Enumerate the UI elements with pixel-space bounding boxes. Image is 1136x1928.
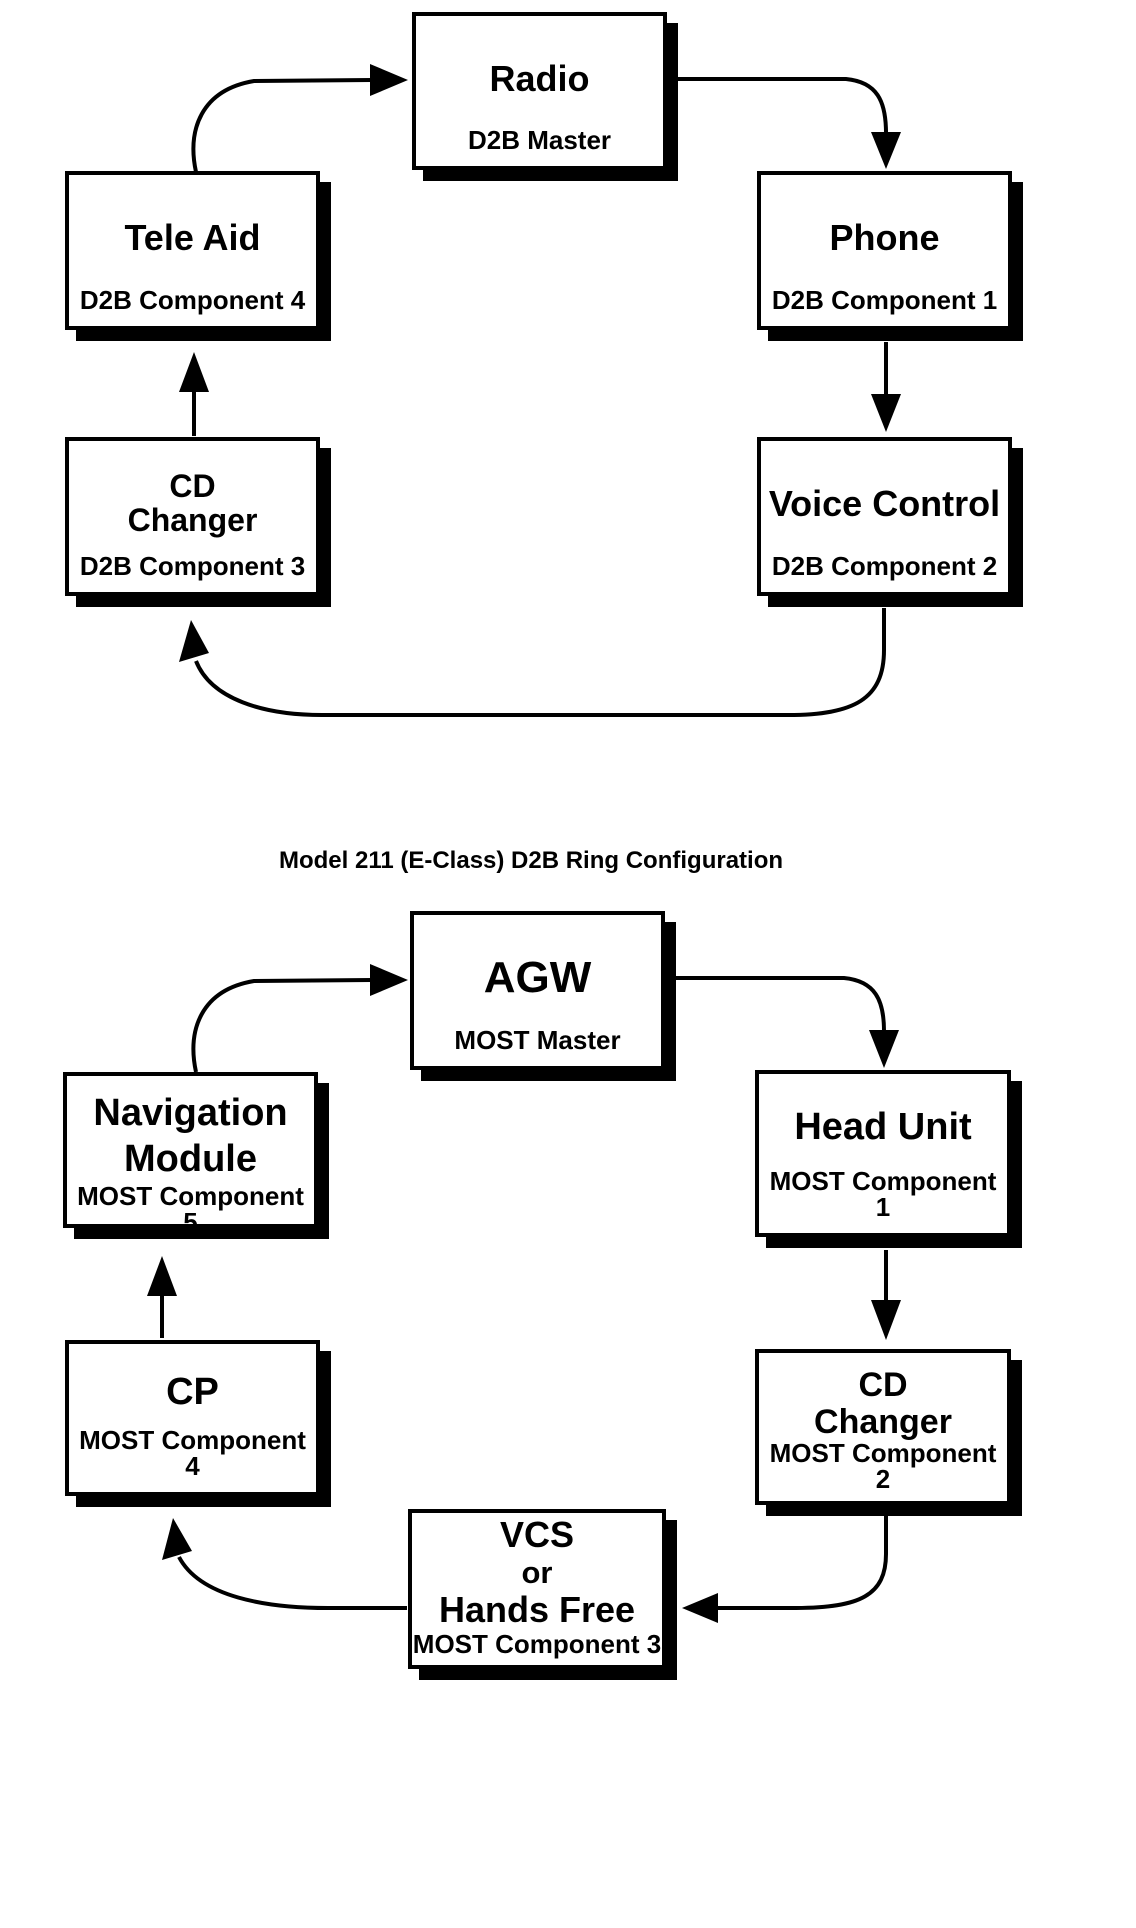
node-agw-title-text: AGW (483, 952, 592, 1002)
node-navigation-module-subtitle: MOST Component 5 (77, 1180, 304, 1237)
diagram-caption: Model 211 (E-Class) D2B Ring Configurati… (278, 847, 784, 874)
node-vcs-hands-free-title-line1: VCS (499, 1514, 575, 1556)
node-agw-subtitle: MOST Master (454, 1025, 621, 1055)
arrow-radio-to-phone (678, 77, 901, 169)
node-cd-changer-d2b-title-line1: CD (169, 468, 216, 505)
node-phone: Phone D2B Component 1 (757, 171, 1012, 330)
node-navigation-module-title: Navigation Module (67, 1076, 314, 1183)
node-radio-title: Radio (416, 16, 663, 127)
node-cd-changer-d2b: CD Changer D2B Component 3 (65, 437, 320, 596)
node-vcs-hands-free-title: VCS or Hands Free (412, 1513, 662, 1631)
node-agw: AGW MOST Master (410, 911, 665, 1070)
arrow-phone-to-voicecontrol (871, 342, 901, 432)
node-cd-changer-d2b-subtitle: D2B Component 3 (79, 551, 306, 581)
node-cd-changer-most: CD Changer MOST Component 2 (755, 1349, 1011, 1505)
node-cp-title-text: CP (166, 1370, 219, 1413)
node-cp-subtitle: MOST Component 4 (79, 1425, 306, 1481)
node-vcs-hands-free-title-line2: or (521, 1554, 553, 1590)
node-cd-changer-most-title: CD Changer (759, 1353, 1007, 1440)
node-vcs-hands-free: VCS or Hands Free MOST Component 3 (408, 1509, 666, 1669)
arrow-voicecontrol-to-cdchanger (179, 608, 886, 717)
node-tele-aid-title-text: Tele Aid (124, 217, 261, 259)
node-phone-title: Phone (761, 175, 1008, 287)
node-head-unit-title-text: Head Unit (794, 1106, 972, 1149)
node-head-unit-title: Head Unit (759, 1074, 1007, 1168)
node-cd-changer-most-title-line1: CD (858, 1366, 908, 1404)
node-cd-changer-d2b-title-line2: Changer (127, 502, 258, 538)
node-agw-title: AGW (414, 915, 661, 1027)
node-navigation-module-title-line2: Module (124, 1138, 257, 1181)
node-vcs-hands-free-subtitle: MOST Component 3 (412, 1629, 662, 1659)
arrow-headunit-to-cdchanger2 (871, 1250, 901, 1340)
node-tele-aid-title: Tele Aid (69, 175, 316, 287)
arrow-cdchanger-to-teleaid (179, 352, 209, 436)
node-cp: CP MOST Component 4 (65, 1340, 320, 1496)
node-head-unit-subtitle: MOST Component 1 (769, 1166, 997, 1222)
arrow-navigation-to-agw (191, 964, 408, 1073)
node-cd-changer-d2b-title: CD Changer (69, 441, 316, 553)
node-phone-subtitle: D2B Component 1 (771, 285, 998, 315)
arrow-teleaid-to-radio (191, 64, 408, 173)
arrow-vcs-to-cp (162, 1518, 407, 1610)
node-radio-subtitle: D2B Master (467, 125, 612, 155)
node-voice-control-subtitle: D2B Component 2 (771, 551, 998, 581)
arrow-cdchanger2-to-vcs (682, 1516, 888, 1623)
node-phone-title-text: Phone (829, 217, 940, 259)
arrow-agw-to-headunit (676, 976, 899, 1068)
node-cp-title: CP (69, 1344, 316, 1427)
node-cd-changer-most-title-line2: Changer (814, 1402, 952, 1441)
node-voice-control-title-text: Voice Control (768, 483, 1001, 525)
node-navigation-module-title-line1: Navigation (93, 1092, 288, 1134)
node-head-unit: Head Unit MOST Component 1 (755, 1070, 1011, 1237)
node-radio: Radio D2B Master (412, 12, 667, 170)
node-vcs-hands-free-title-line3: Hands Free (438, 1589, 636, 1631)
arrow-cp-to-navigation (147, 1256, 177, 1338)
node-voice-control-title: Voice Control (761, 441, 1008, 553)
node-voice-control: Voice Control D2B Component 2 (757, 437, 1012, 596)
node-navigation-module: Navigation Module MOST Component 5 (63, 1072, 318, 1235)
node-tele-aid-subtitle: D2B Component 4 (79, 285, 306, 315)
node-cd-changer-most-subtitle: MOST Component 2 (769, 1438, 997, 1495)
node-radio-title-text: Radio (489, 57, 590, 99)
node-tele-aid: Tele Aid D2B Component 4 (65, 171, 320, 330)
